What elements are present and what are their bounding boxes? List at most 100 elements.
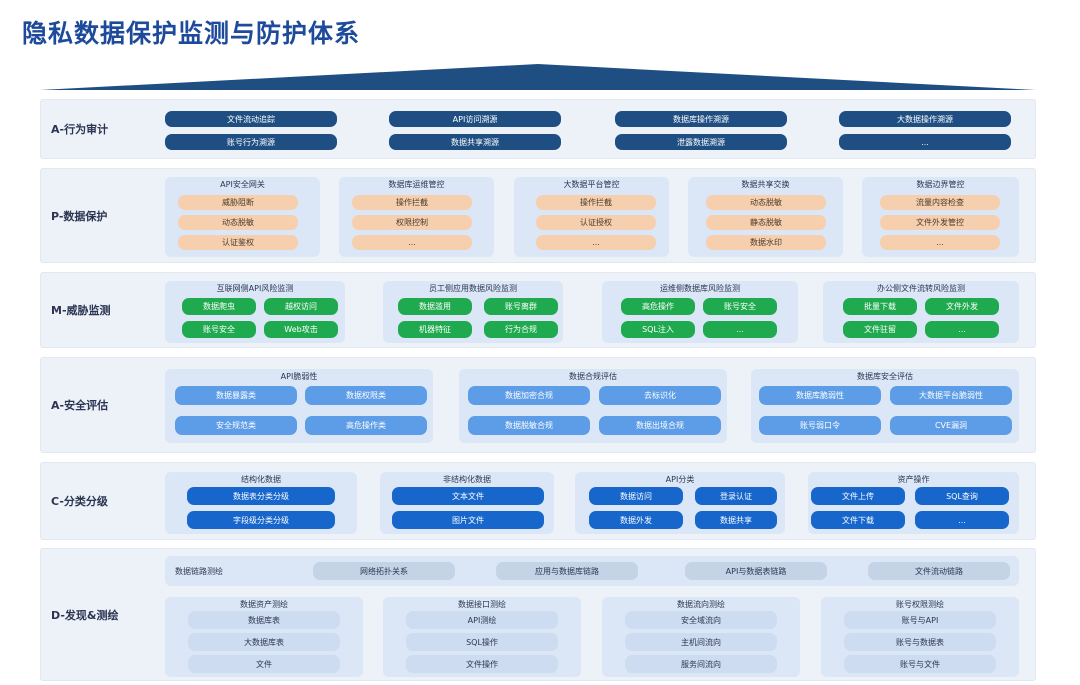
protect-item: 认证鉴权	[178, 235, 298, 250]
layer-assess: A-安全评估 API脆弱性 数据暴露类 数据权限类 安全规范类 高危操作类 数据…	[40, 357, 1036, 453]
discover-item: 账号与文件	[844, 655, 996, 673]
protect-group: 数据库运维管控 操作拦截 权限控制 ...	[339, 177, 494, 257]
classify-group: API分类 数据访问 登录认证 数据外发 数据共享	[575, 472, 785, 534]
group-title: 数据流向测绘	[677, 600, 725, 609]
classify-item: 数据访问	[589, 487, 683, 505]
classify-group: 非结构化数据 文本文件 图片文件	[380, 472, 554, 534]
assess-item: 数据权限类	[305, 386, 427, 405]
layer-discover: D-发现&测绘 数据链路测绘 网络拓扑关系 应用与数据库链路 API与数据表链路…	[40, 548, 1036, 681]
audit-item: 文件流动追踪	[165, 111, 337, 127]
discover-item: 账号与API	[844, 611, 996, 629]
discover-item: 服务间流向	[625, 655, 777, 673]
monitor-group: 员工侧应用数据风险监测 数据滥用 账号离群 机器特征 行为合规	[383, 281, 563, 343]
monitor-item: 行为合规	[484, 321, 558, 338]
group-title: 数据边界管控	[916, 180, 965, 189]
discover-item: 账号与数据表	[844, 633, 996, 651]
group-title: 结构化数据	[241, 475, 281, 484]
protect-item: 文件外发管控	[880, 215, 1000, 230]
layer-audit: A-行为审计 文件流动追踪 API访问溯源 数据库操作溯源 大数据操作溯源 账号…	[40, 99, 1036, 159]
group-title: 资产操作	[897, 475, 930, 484]
assess-item: 数据库脆弱性	[759, 386, 881, 405]
group-title: API分类	[665, 475, 695, 484]
audit-item: 数据库操作溯源	[615, 111, 787, 127]
classify-item: ...	[915, 511, 1009, 529]
discover-group: 账号权限测绘 账号与API 账号与数据表 账号与文件	[821, 597, 1019, 677]
monitor-item: 账号安全	[182, 321, 256, 338]
protect-item: 动态脱敏	[706, 195, 826, 210]
assess-group: 数据合规评估 数据加密合规 去标识化 数据脱敏合规 数据出境合规	[459, 369, 727, 443]
monitor-item: 文件外发	[925, 298, 999, 315]
protect-item: 操作拦截	[352, 195, 472, 210]
monitor-group: 运维侧数据库风险监测 高危操作 账号安全 SQL注入 ...	[602, 281, 798, 343]
layer-label-protect: P-数据保护	[51, 209, 108, 223]
protect-group: API安全网关 威胁阻断 动态脱敏 认证鉴权	[165, 177, 320, 257]
assess-item: 安全规范类	[175, 416, 297, 435]
classify-item: 数据表分类分级	[187, 487, 335, 505]
group-title: 非结构化数据	[443, 475, 491, 484]
assess-item: 数据暴露类	[175, 386, 297, 405]
protect-item: 权限控制	[352, 215, 472, 230]
discover-item: 文件	[188, 655, 340, 673]
layer-protect: P-数据保护 API安全网关 威胁阻断 动态脱敏 认证鉴权 数据库运维管控 操作…	[40, 168, 1036, 263]
protect-item: ...	[352, 235, 472, 250]
classify-item: 字段级分类分级	[187, 511, 335, 529]
protect-item: ...	[536, 235, 656, 250]
discover-group: 数据流向测绘 安全域流向 主机间流向 服务间流向	[602, 597, 800, 677]
classify-item: SQL查询	[915, 487, 1009, 505]
assess-group: API脆弱性 数据暴露类 数据权限类 安全规范类 高危操作类	[165, 369, 433, 443]
monitor-group: 办公侧文件流转风险监测 批量下载 文件外发 文件驻留 ...	[823, 281, 1019, 343]
protect-item: 操作拦截	[536, 195, 656, 210]
monitor-group: 互联网侧API风险监测 数据爬虫 越权访问 账号安全 Web攻击	[165, 281, 345, 343]
monitor-item: 高危操作	[621, 298, 695, 315]
assess-item: 去标识化	[599, 386, 721, 405]
group-title: 数据资产测绘	[240, 600, 288, 609]
group-title: 数据共享交换	[741, 180, 790, 189]
layer-classify: C-分类分级 结构化数据 数据表分类分级 字段级分类分级 非结构化数据 文本文件…	[40, 462, 1036, 540]
monitor-item: ...	[925, 321, 999, 338]
group-title: API脆弱性	[280, 372, 318, 381]
audit-item: 大数据操作溯源	[839, 111, 1011, 127]
monitor-item: 账号安全	[703, 298, 777, 315]
assess-item: 账号弱口令	[759, 416, 881, 435]
monitor-item: 越权访问	[264, 298, 338, 315]
discover-group: 数据接口测绘 API测绘 SQL操作 文件操作	[383, 597, 581, 677]
protect-group: 数据共享交换 动态脱敏 静态脱敏 数据水印	[688, 177, 843, 257]
link-item: 文件流动链路	[868, 562, 1010, 580]
group-title: 办公侧文件流转风险监测	[877, 284, 965, 293]
group-title: 互联网侧API风险监测	[216, 284, 294, 293]
assess-item: 高危操作类	[305, 416, 427, 435]
page-title: 隐私数据保护监测与防护体系	[22, 19, 361, 48]
classify-group: 资产操作 文件上传 SQL查询 文件下载 ...	[808, 472, 1019, 534]
group-title: 数据接口测绘	[458, 600, 506, 609]
protect-item: ...	[880, 235, 1000, 250]
group-title: 大数据平台管控	[563, 180, 620, 189]
monitor-item: 文件驻留	[843, 321, 917, 338]
layer-label-discover: D-发现&测绘	[51, 608, 119, 622]
monitor-item: Web攻击	[264, 321, 338, 338]
audit-item: 数据共享溯源	[389, 134, 561, 150]
protect-group: 大数据平台管控 操作拦截 认证授权 ...	[514, 177, 669, 257]
layer-label-audit: A-行为审计	[51, 123, 109, 136]
protect-item: 动态脱敏	[178, 215, 298, 230]
protect-item: 静态脱敏	[706, 215, 826, 230]
classify-item: 文件下载	[811, 511, 905, 529]
group-title: 员工侧应用数据风险监测	[429, 284, 517, 293]
link-row-label: 数据链路测绘	[175, 567, 223, 576]
classify-group: 结构化数据 数据表分类分级 字段级分类分级	[165, 472, 357, 534]
layer-label-classify: C-分类分级	[51, 495, 108, 508]
protect-group: 数据边界管控 流量内容检查 文件外发管控 ...	[862, 177, 1019, 257]
layer-monitor: M-威胁监测 互联网侧API风险监测 数据爬虫 越权访问 账号安全 Web攻击 …	[40, 272, 1036, 348]
classify-item: 数据共享	[695, 511, 777, 529]
audit-item: API访问溯源	[389, 111, 561, 127]
monitor-item: ...	[703, 321, 777, 338]
layer-label-assess: A-安全评估	[51, 399, 109, 412]
discover-group: 数据资产测绘 数据库表 大数据库表 文件	[165, 597, 363, 677]
classify-item: 数据外发	[589, 511, 683, 529]
classify-item: 文件上传	[811, 487, 905, 505]
link-mapping-row: 数据链路测绘 网络拓扑关系 应用与数据库链路 API与数据表链路 文件流动链路	[165, 556, 1019, 586]
classify-item: 登录认证	[695, 487, 777, 505]
link-item: 应用与数据库链路	[496, 562, 638, 580]
discover-item: 安全域流向	[625, 611, 777, 629]
protect-item: 威胁阻断	[178, 195, 298, 210]
assess-item: 大数据平台脆弱性	[890, 386, 1012, 405]
